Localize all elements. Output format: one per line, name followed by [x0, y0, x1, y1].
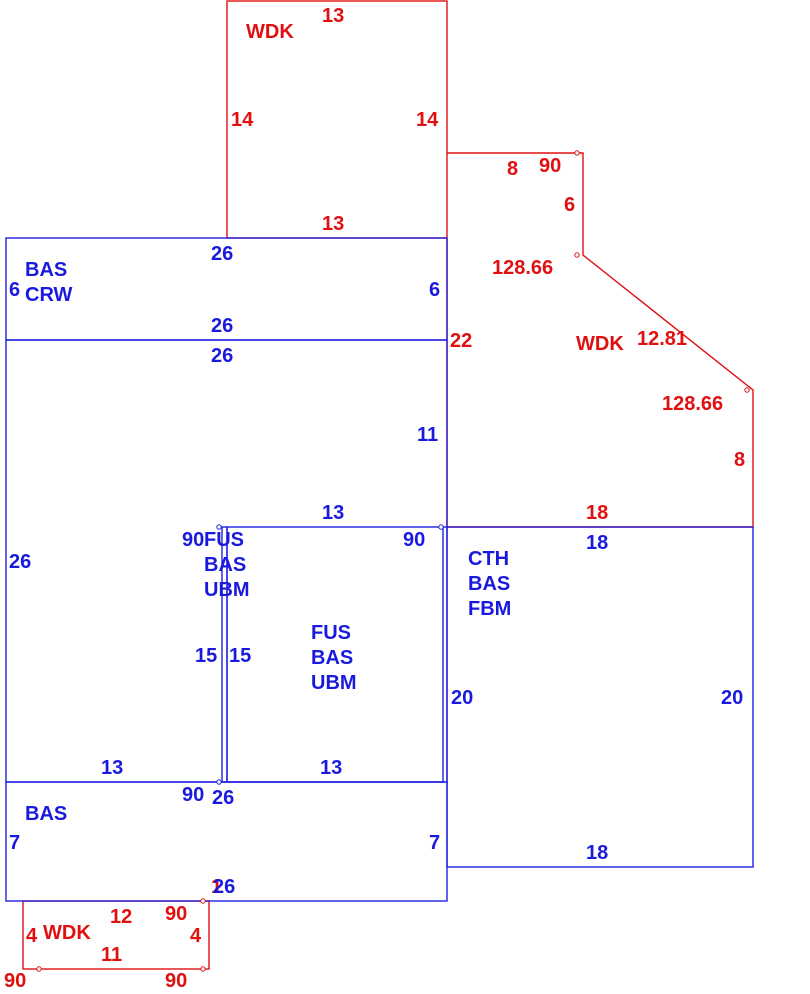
bas-crw-line2: CRW — [25, 284, 73, 306]
cth-line1: CTH — [468, 548, 509, 570]
wdk-right-dim-short: 6 — [564, 194, 575, 216]
main-room-dim-top: 26 — [211, 345, 233, 367]
bas-bottom-dim-small: 1 — [211, 876, 222, 898]
cth-dim-right: 20 — [721, 687, 743, 709]
wdk-right-angle-a: 128.66 — [492, 257, 553, 279]
wdk-bottom-dim-right: 4 — [190, 925, 202, 947]
bas-crw-dim-left: 6 — [9, 279, 20, 301]
wdk-right-angle-b: 128.66 — [662, 393, 723, 415]
bas-crw-dim-right: 6 — [429, 279, 440, 301]
vertex-marker — [216, 779, 222, 785]
wdk-bottom-dim-bottom: 11 — [101, 944, 122, 966]
wdk-top-dim-top: 13 — [322, 5, 344, 27]
wdk-right-dim-top: 8 — [507, 158, 518, 180]
bas-bottom-dim-top: 26 — [212, 787, 234, 809]
main-room-dim-bottom: 13 — [101, 757, 123, 779]
cth-line2: BAS — [468, 573, 510, 595]
vertex-marker — [36, 966, 42, 972]
wdk-top-dim-bottom: 13 — [322, 213, 344, 235]
wdk-right-name: WDK — [576, 333, 624, 355]
wdk-top-dim-right: 14 — [416, 109, 439, 131]
bas-crw-dim-top: 26 — [211, 243, 233, 265]
vertex-marker — [574, 252, 580, 258]
wdk-top-dim-left: 14 — [231, 109, 254, 131]
wdk-right-angle-top: 90 — [539, 155, 561, 177]
vertex-marker — [744, 387, 750, 393]
wdk-top-name: WDK — [246, 21, 294, 43]
wdk-right-dim-diagonal: 12.81 — [637, 328, 687, 350]
bas-crw-line1: BAS — [25, 259, 67, 281]
fus-main-angle: 90 — [403, 529, 425, 551]
wdk-right-dim-right: 8 — [734, 449, 745, 471]
cth-dim-bottom: 18 — [586, 842, 608, 864]
wdk-bottom-dim-left: 4 — [26, 925, 38, 947]
bas-bottom-name: BAS — [25, 803, 67, 825]
wdk-right-dim-bottom: 18 — [586, 502, 608, 524]
cth-dim-top: 18 — [586, 532, 608, 554]
fus-main-dim-bottom: 13 — [320, 757, 342, 779]
fus-main-dim-top: 13 — [322, 502, 344, 524]
main-room-angle: 90 — [182, 529, 204, 551]
fus-narrow-line2: BAS — [204, 554, 246, 576]
fus-narrow-dim-left: 15 — [195, 645, 217, 667]
bas-bottom-dim-left: 7 — [9, 832, 20, 854]
vertex-marker — [200, 898, 206, 904]
vertex-marker — [438, 524, 444, 530]
wdk-bottom-angle-br: 90 — [165, 970, 187, 992]
fus-main-dim-right: 20 — [451, 687, 473, 709]
bas-bottom-angle: 90 — [182, 784, 204, 806]
wdk-bottom-dim-top: 12 — [110, 906, 132, 928]
fus-narrow-dim-right: 15 — [229, 645, 251, 667]
vertex-marker — [216, 524, 222, 530]
bas-bottom-outline — [5, 781, 448, 902]
wdk-right-dim-left: 22 — [450, 330, 472, 352]
main-room-dim-left: 26 — [9, 551, 31, 573]
cth-line3: FBM — [468, 598, 511, 620]
fus-narrow-line3: UBM — [204, 579, 250, 601]
bas-bottom-dim-right: 7 — [429, 832, 440, 854]
fus-main-line2: BAS — [311, 647, 353, 669]
fus-main-line3: UBM — [311, 672, 357, 694]
vertex-marker — [574, 150, 580, 156]
fus-main-line1: FUS — [311, 622, 351, 644]
vertex-marker — [200, 966, 206, 972]
wdk-bottom-name: WDK — [43, 922, 91, 944]
bas-bottom-dim-bottom: 26 — [213, 876, 235, 898]
cth-fbm-outline — [446, 526, 754, 868]
wdk-bottom-angle-tr: 90 — [165, 903, 187, 925]
bas-crw-dim-bottom: 26 — [211, 315, 233, 337]
fus-narrow-line1: FUS — [204, 529, 244, 551]
main-room-dim-right: 11 — [417, 424, 438, 446]
wdk-bottom-angle-bl: 90 — [4, 970, 26, 992]
